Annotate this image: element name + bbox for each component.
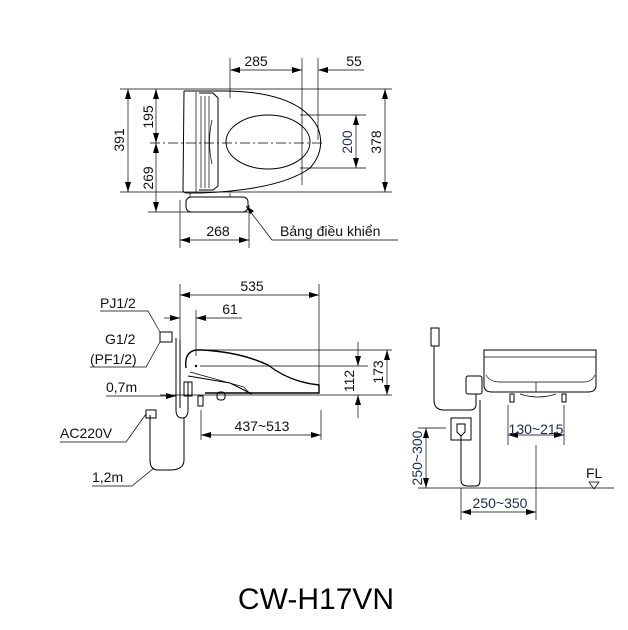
dim-height-center: 112 xyxy=(341,370,357,393)
seat-profile xyxy=(185,349,320,394)
hinge-curve xyxy=(209,119,213,165)
hinge-unit xyxy=(199,92,219,191)
floor-label: FL xyxy=(586,465,603,481)
power-cord xyxy=(460,400,481,487)
bolt xyxy=(197,395,204,407)
dim-outlet-height: 250~300 xyxy=(409,430,425,485)
water-hose xyxy=(175,338,189,419)
dim-bolt-range: 437~513 xyxy=(235,418,290,434)
seat-underside xyxy=(187,375,253,395)
dim-total-depth: 391 xyxy=(111,128,127,152)
seat-curve xyxy=(485,374,596,383)
center-mark xyxy=(194,364,198,368)
base-curve xyxy=(519,393,557,398)
dim-width-front: 285 xyxy=(244,53,268,69)
seat-rim xyxy=(189,371,251,395)
label-g: G1/2 xyxy=(105,331,136,347)
seat-outline xyxy=(184,90,322,194)
dim-bolt-spacing: 130~215 xyxy=(509,421,564,437)
dim-upper-half: 195 xyxy=(140,105,156,129)
plug-icon xyxy=(456,423,466,437)
seat-front xyxy=(483,349,597,393)
leader-power xyxy=(60,413,147,443)
side-view: 535 61 112 173 437~513 PJ1/2 G1/ xyxy=(60,278,392,487)
panel-label: Bảng điều khiển xyxy=(280,223,380,239)
inlet-fitting xyxy=(430,327,440,347)
nozzle-unit xyxy=(216,391,226,401)
valve-box xyxy=(465,375,483,395)
inlet-fitting xyxy=(159,331,173,343)
power-cord xyxy=(149,415,185,471)
seat-rear-body xyxy=(182,90,200,194)
dim-lower-half: 269 xyxy=(140,166,156,190)
dim-outlet-offset: 250~350 xyxy=(473,495,528,511)
leader-pf xyxy=(90,341,161,368)
bolt-right xyxy=(561,393,567,403)
front-view: FL 250~300 130~215 250~350 xyxy=(409,327,614,520)
label-power: AC220V xyxy=(60,425,113,441)
panel-leader xyxy=(245,205,398,241)
bolt-left xyxy=(509,393,515,403)
dim-offset-right: 55 xyxy=(346,53,362,69)
power-plug xyxy=(145,409,157,419)
floor-marker-icon xyxy=(588,481,600,490)
leader-arrow xyxy=(246,206,254,214)
dim-rear-offset: 61 xyxy=(222,301,238,317)
label-hose: 0,7m xyxy=(106,379,137,395)
label-pf: (PF1/2) xyxy=(90,351,137,367)
dim-panel-width: 268 xyxy=(206,223,230,239)
label-cord: 1,2m xyxy=(92,469,123,485)
label-pj: PJ1/2 xyxy=(100,295,136,311)
supply-hose xyxy=(433,346,477,411)
dim-height-total: 173 xyxy=(370,360,386,384)
dim-hole-depth: 200 xyxy=(339,130,355,154)
dim-seat-depth: 378 xyxy=(368,130,384,154)
model-title: CW-H17VN xyxy=(238,583,394,616)
dim-total-length: 535 xyxy=(240,278,264,294)
leader-pj xyxy=(100,310,161,333)
control-panel xyxy=(185,196,249,213)
top-view: 285 55 391 195 269 200 378 268 xyxy=(111,53,398,248)
seat-opening xyxy=(225,114,311,170)
leader-cord xyxy=(92,467,155,487)
